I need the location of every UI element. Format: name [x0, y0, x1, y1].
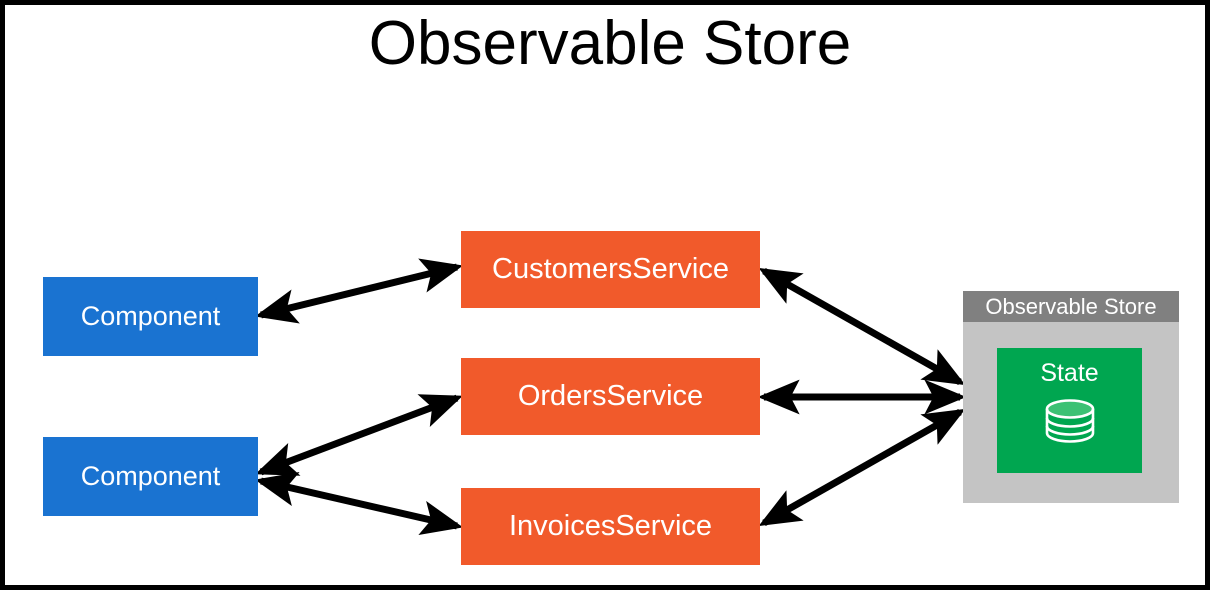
observable-store-panel[interactable]: Observable Store State — [963, 291, 1179, 503]
orders-service-label: OrdersService — [517, 380, 704, 412]
connector-component-bottom-invoices-service — [254, 471, 464, 536]
invoices-service-box[interactable]: InvoicesService — [461, 488, 760, 565]
connector-component-top-customers-service — [254, 258, 464, 324]
customers-service-label: CustomersService — [492, 253, 729, 285]
state-label: State — [1040, 359, 1099, 387]
state-box[interactable]: State — [997, 348, 1142, 473]
component-box-bottom-label: Component — [80, 461, 221, 491]
connector-invoices-service-store — [758, 408, 966, 527]
connector-component-bottom-orders-service — [255, 394, 463, 476]
orders-service-box[interactable]: OrdersService — [461, 358, 760, 435]
observable-store-header: Observable Store — [963, 291, 1179, 322]
page-title: Observable Store — [368, 9, 852, 78]
invoices-service-label: InvoicesService — [508, 510, 713, 542]
database-cylinder-icon — [1043, 398, 1097, 451]
component-box-bottom[interactable]: Component — [43, 437, 258, 516]
component-box-top[interactable]: Component — [43, 277, 258, 356]
customers-service-box[interactable]: CustomersService — [461, 231, 760, 308]
observable-store-header-label: Observable Store — [985, 293, 1157, 319]
connector-customers-service-store — [758, 267, 966, 386]
component-box-top-label: Component — [80, 301, 221, 331]
